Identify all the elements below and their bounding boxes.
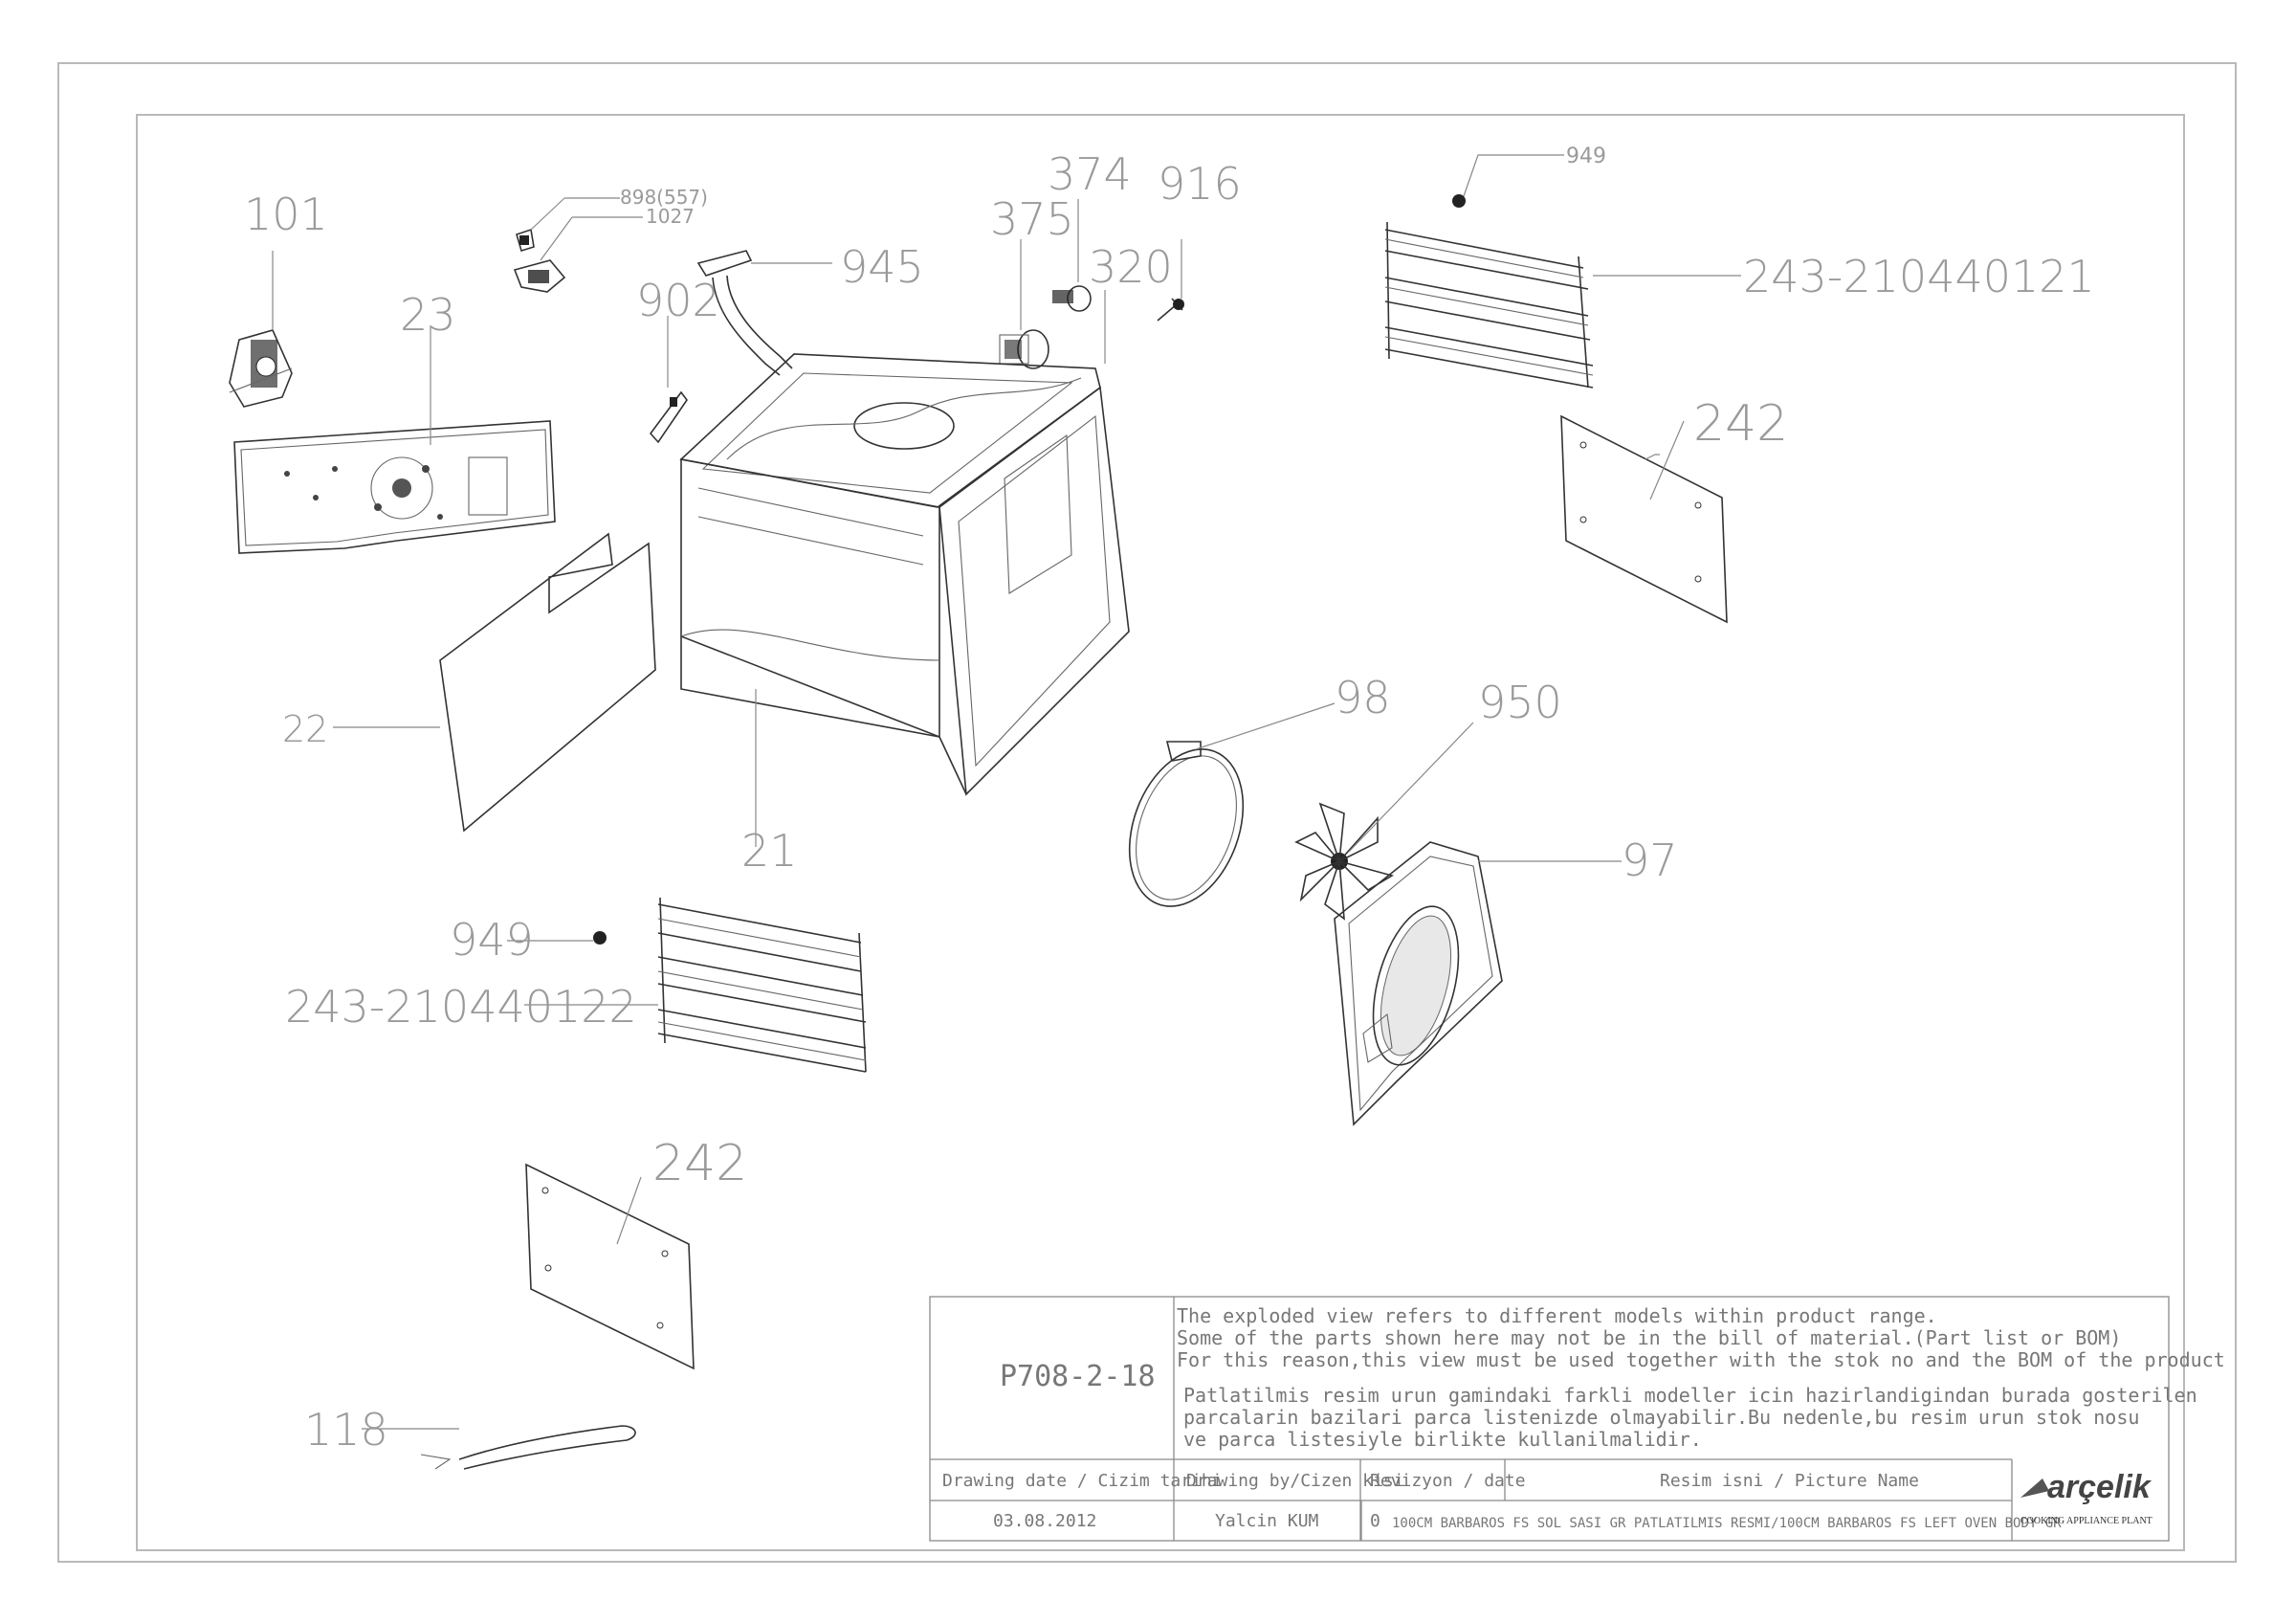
drawing-code: P708-2-18 [1000,1360,1156,1393]
part-label-23: 23 [400,289,456,341]
header-picture-name: Resim isni / Picture Name [1660,1471,1919,1491]
part-902-clip [649,390,688,444]
outer-frame [57,62,2237,1563]
part-22-insulation [439,532,656,833]
part-101-motor [229,329,293,408]
part-label-21: 21 [741,825,798,877]
brand-logo: arçelik COOKING APPLIANCE PLANT [2020,1469,2152,1526]
part-label-98: 98 [1335,672,1391,723]
part-243-rails-lower [657,897,867,1073]
part-375-374-916-knobs [999,285,1184,369]
leader-lines [272,154,1741,1430]
part-243-rails-upper [1384,221,1594,389]
part-label-242-upper: 242 [1693,395,1788,453]
part-label-374: 374 [1048,148,1132,200]
part-898-1027-brackets [513,228,566,293]
part-label-101: 101 [244,189,328,240]
header-revision: Revizyon / date [1370,1471,1526,1491]
value-drawn-by: Yalcin KUM [1215,1511,1319,1531]
part-949-nut [593,194,1466,945]
brand-name: arçelik [2047,1469,2152,1505]
note-en-3: For this reason,this view must be used t… [1177,1348,2225,1371]
header-drawing-date: Drawing date / Cizim tarihi [942,1471,1223,1491]
part-98-heating-ring [1128,741,1245,907]
part-21-oven-body [679,353,1130,796]
value-revision: 0 [1370,1511,1380,1531]
part-label-320: 320 [1089,241,1173,293]
part-label-243-upper: 243-210440121 [1743,251,2095,302]
part-118-heater [420,1425,636,1470]
part-945-cable [696,250,793,376]
part-label-242-lower: 242 [652,1135,747,1192]
part-label-949-lower: 949 [450,914,534,966]
part-label-945: 945 [840,241,924,293]
note-tr-3: ve parca listesiyle birlikte kullanilmal… [1183,1428,1702,1451]
part-label-118: 118 [304,1404,388,1456]
part-23-back-plate [233,420,556,554]
part-label-916: 916 [1158,158,1242,210]
note-en-2: Some of the parts shown here may not be … [1177,1326,2121,1349]
part-97-back-cover [1334,841,1503,1126]
note-tr-1: Patlatilmis resim urun gamindaki farkli … [1183,1384,2197,1407]
header-drawn-by: Drawing by/Cizen kisi [1186,1471,1404,1491]
part-label-22: 22 [282,708,328,750]
part-label-949-upper: 949 [1566,145,1606,168]
part-242-panel-upper [1560,414,1728,624]
title-block [929,1296,2170,1542]
note-en-1: The exploded view refers to different mo… [1177,1304,1937,1327]
part-label-950: 950 [1478,677,1562,728]
plant-name: COOKING APPLIANCE PLANT [2020,1516,2152,1526]
part-242-panel-lower [525,1163,695,1370]
note-tr-2: parcalarin bazilari parca listenizde olm… [1183,1406,2139,1429]
part-label-375: 375 [990,193,1074,245]
part-label-1027: 1027 [646,205,695,228]
part-950-fan [1294,802,1395,921]
part-label-243-lower: 243-210440122 [285,981,637,1033]
part-label-898: 898(557) [620,186,708,209]
part-label-97: 97 [1622,834,1678,886]
value-drawing-date: 03.08.2012 [993,1511,1096,1531]
part-label-902: 902 [636,275,720,326]
inner-frame [136,114,2185,1551]
value-picture-name: 100CM BARBAROS FS SOL SASI GR PATLATILMI… [1392,1516,2062,1531]
